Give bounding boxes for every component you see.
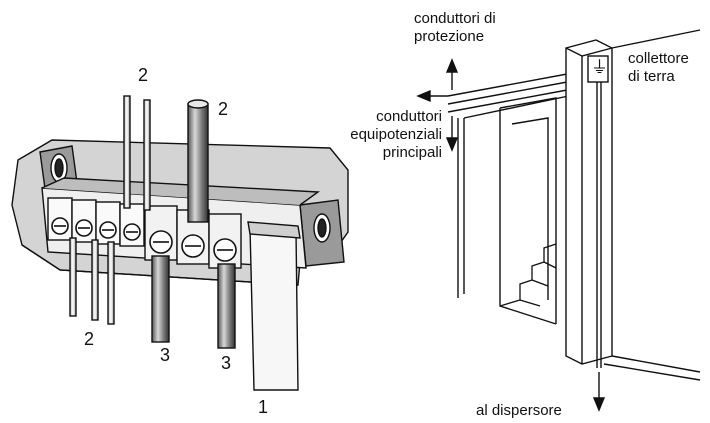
thin-conductor-top-b bbox=[143, 99, 151, 211]
thick-conductor-bottom-a bbox=[151, 255, 170, 343]
pillar bbox=[565, 39, 613, 365]
label-to-earth-electrode: al dispersore bbox=[476, 402, 562, 419]
arrow-down-bonding bbox=[445, 137, 459, 152]
label-protective-conductors: conduttori di protezione bbox=[414, 10, 496, 45]
thin-conductor-bottom-b bbox=[91, 239, 99, 321]
arrow-left bbox=[416, 89, 431, 103]
callout-1: 1 bbox=[258, 397, 269, 417]
thin-conductor-bottom-c bbox=[107, 241, 115, 325]
callout-2-top: 2 bbox=[138, 65, 149, 85]
equipotential-conductors bbox=[447, 71, 579, 113]
earth-symbol-icon: ⏚ bbox=[591, 58, 608, 77]
earth-busbar-illustration bbox=[11, 95, 349, 391]
small-terminal-blocks bbox=[47, 197, 145, 247]
callout-2-rod: 2 bbox=[218, 99, 229, 119]
arrow-up-protective bbox=[445, 58, 459, 73]
staircase bbox=[499, 243, 557, 307]
thick-conductor-rod bbox=[187, 103, 209, 223]
callout-2-bottom: 2 bbox=[84, 329, 95, 349]
arrow-to-earth-electrode bbox=[592, 397, 606, 412]
thick-conductor-bottom-b bbox=[217, 263, 236, 349]
label-main-bonding-conductors: conduttori equipotenziali principali bbox=[350, 108, 442, 161]
flat-earth-strap bbox=[249, 227, 299, 391]
callout-3-right: 3 bbox=[221, 353, 232, 373]
building-section-illustration bbox=[416, 29, 701, 412]
label-earth-collector: collettore di terra bbox=[628, 50, 689, 85]
doorway bbox=[499, 97, 557, 325]
callout-3-left: 3 bbox=[160, 345, 171, 365]
thin-conductor-bottom-a bbox=[69, 237, 77, 317]
thin-conductor-top-a bbox=[123, 95, 131, 209]
earth-collector-box bbox=[587, 55, 609, 83]
